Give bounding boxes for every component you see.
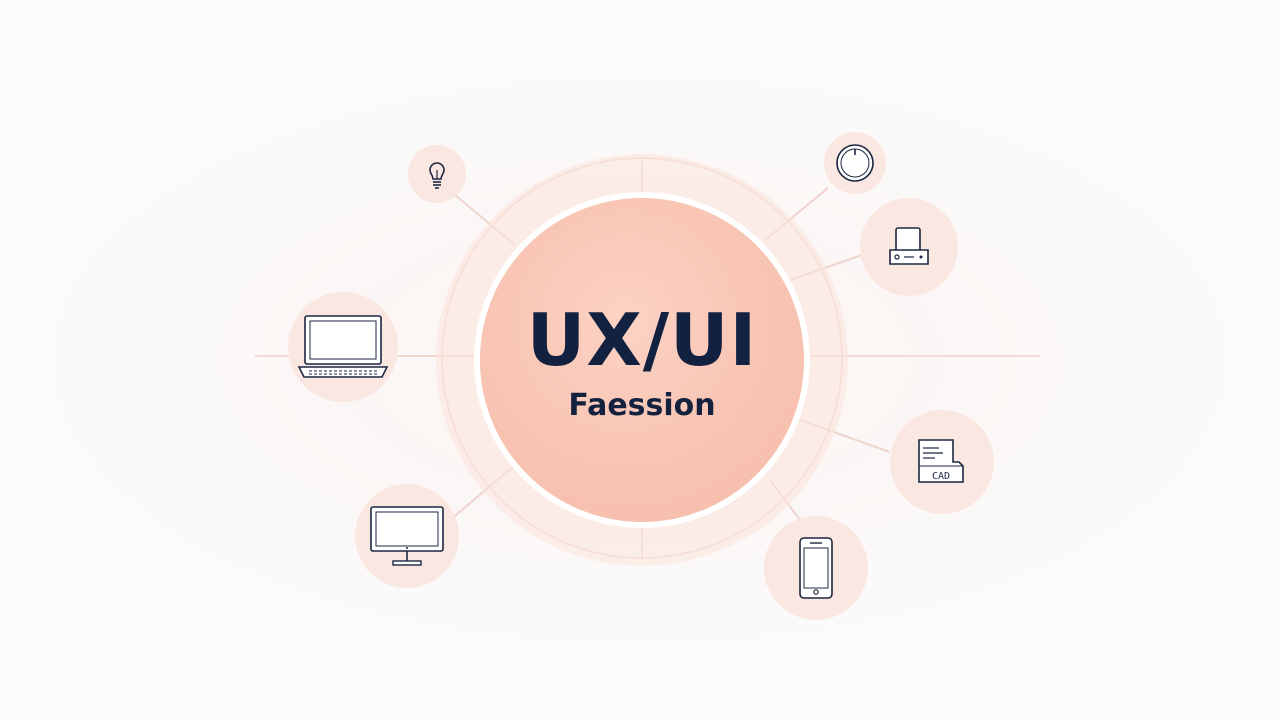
node-laptop — [288, 292, 398, 402]
connector-monitor — [449, 464, 516, 521]
card-reader-icon: CAD — [918, 439, 964, 483]
connector-smartphone — [769, 479, 801, 521]
node-lightbulb — [408, 145, 466, 203]
node-card-reader: CAD — [890, 410, 994, 514]
smartphone-icon — [799, 537, 833, 599]
diagram-subtitle: Faession — [568, 388, 716, 423]
center-circle — [480, 198, 804, 522]
connector-printer — [789, 254, 863, 281]
monitor-icon — [370, 506, 444, 566]
node-printer — [860, 198, 958, 296]
diagram-title: UX/UI — [526, 298, 758, 382]
printer-icon — [889, 227, 929, 265]
knob-icon — [836, 144, 874, 182]
connector-lightbulb — [454, 194, 516, 246]
laptop-icon — [297, 315, 389, 378]
connector-card-reader — [799, 419, 891, 453]
lightbulb-icon — [429, 162, 445, 189]
card-reader-label: CAD — [932, 471, 950, 482]
node-smartphone — [764, 516, 868, 620]
connector-knob — [764, 187, 829, 241]
node-monitor — [355, 484, 459, 588]
node-knob — [824, 132, 886, 194]
